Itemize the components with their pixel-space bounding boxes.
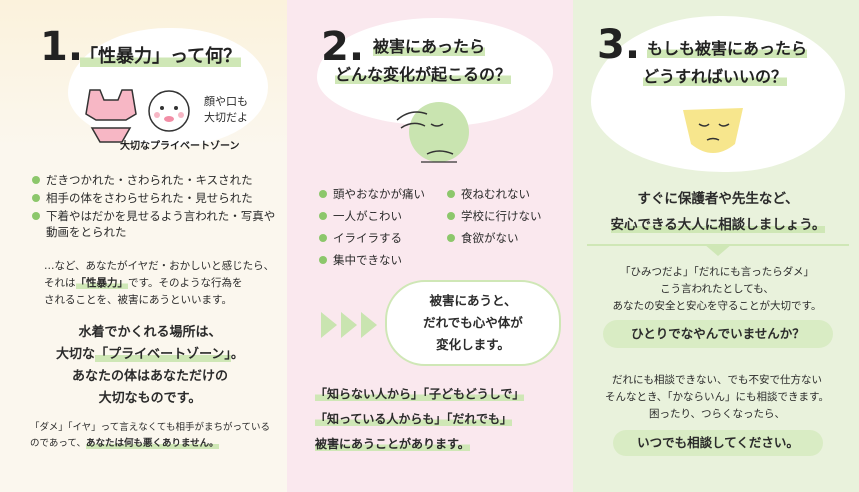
- list-item: 相手の体をさわらせられた・見せられた: [32, 190, 280, 206]
- underwear-illustration: [85, 89, 137, 143]
- examples-list: だきつかれた・さわられた・キスされた 相手の体をさわらせられた・見せられた 下着…: [32, 172, 280, 242]
- arrow-icon: [361, 312, 377, 338]
- private-zone-message: 水着でかくれる場所は、 大切な「プライベートゾーン」。 あなたの体はあなただけの…: [56, 325, 244, 406]
- section-title-line2: どうすればいいの？: [643, 67, 788, 86]
- helpline-text: だれにも相談できない、でも不安で仕方ない そんなとき、「かならいん」にも相談でき…: [605, 374, 829, 420]
- section-number: 1.: [40, 24, 84, 70]
- advice-text: すぐに保護者や先生など、 安心できる大人に相談しましょう。: [610, 191, 826, 233]
- reassurance-note: 「ダメ」「イヤ」って言えなくても相手がまちがっている のであって、あなたは何も悪…: [30, 422, 270, 449]
- list-item: イライラする: [319, 230, 449, 246]
- bubble-text: 被害にあうと、 だれでも心や体が 変化します。: [423, 293, 523, 352]
- arrow-icon: [321, 312, 337, 338]
- section-title-line2: どんな変化が起こるの？: [335, 65, 512, 84]
- symptoms-list-left: 頭やおなかが痛い 一人がこわい イライラする 集中できない: [319, 186, 449, 270]
- section-number: 2.: [321, 24, 365, 70]
- handwritten-note: 顔や口も 大切だよ: [204, 95, 248, 124]
- list-item: 食欲がない: [447, 230, 567, 246]
- symptoms-list-right: 夜ねむれない 学校に行けない 食欲がない: [447, 186, 567, 248]
- list-item: 夜ねむれない: [447, 186, 567, 202]
- list-item: 一人がこわい: [319, 208, 449, 224]
- secrecy-text: 「ひみつだよ」「だれにも言ったらダメ」 こう言われたとしても、 あなたの安全と安…: [612, 266, 822, 312]
- section-title: 「性暴力」って何？: [80, 46, 242, 67]
- illustration-caption: 大切なプライベートゾーン: [120, 141, 240, 152]
- section-changes-after-harm: 2. 被害にあったら どんな変化が起こるの？ 頭やおなかが痛い 一人がこわい イ…: [287, 0, 573, 492]
- section-title: もしも被害にあったら: [647, 39, 808, 58]
- consult-anytime-pill: いつでも相談してください。: [613, 430, 823, 456]
- list-item: 学校に行けない: [447, 208, 567, 224]
- list-item: 下着やはだかを見せるよう言われた・写真や動画をとられた: [32, 208, 280, 240]
- list-item: 頭やおなかが痛い: [319, 186, 449, 202]
- section-what-is-sexual-violence: 1. 「性暴力」って何？ 顔や口も 大切だよ 大切なプライベートゾーン だきつか…: [0, 0, 287, 492]
- explanation-text: …など、あなたがイヤだ・おかしいと感じたら、 それは「性暴力」です。そのような行…: [44, 260, 275, 306]
- list-item: 集中できない: [319, 252, 449, 268]
- arrow-icon: [341, 312, 357, 338]
- sad-face-illustration: [683, 108, 743, 153]
- speech-bubble: [385, 280, 561, 366]
- list-item: だきつかれた・さわられた・キスされた: [32, 172, 280, 188]
- worried-face-illustration: [396, 102, 469, 163]
- face-illustration: [148, 90, 190, 132]
- divider-pointer: [704, 244, 732, 256]
- section-title: 被害にあったら: [373, 37, 486, 56]
- section-what-to-do: 3. もしも被害にあったら どうすればいいの？ すぐに保護者や先生など、 安心で…: [573, 0, 859, 492]
- section-number: 3.: [597, 22, 641, 68]
- alone-question-pill: ひとりでなやんでいませんか？: [603, 320, 833, 348]
- who-can-be-harmed: 「知らない人から」「子どもどうしで」 「知っている人からも」「だれでも」 被害に…: [315, 387, 525, 451]
